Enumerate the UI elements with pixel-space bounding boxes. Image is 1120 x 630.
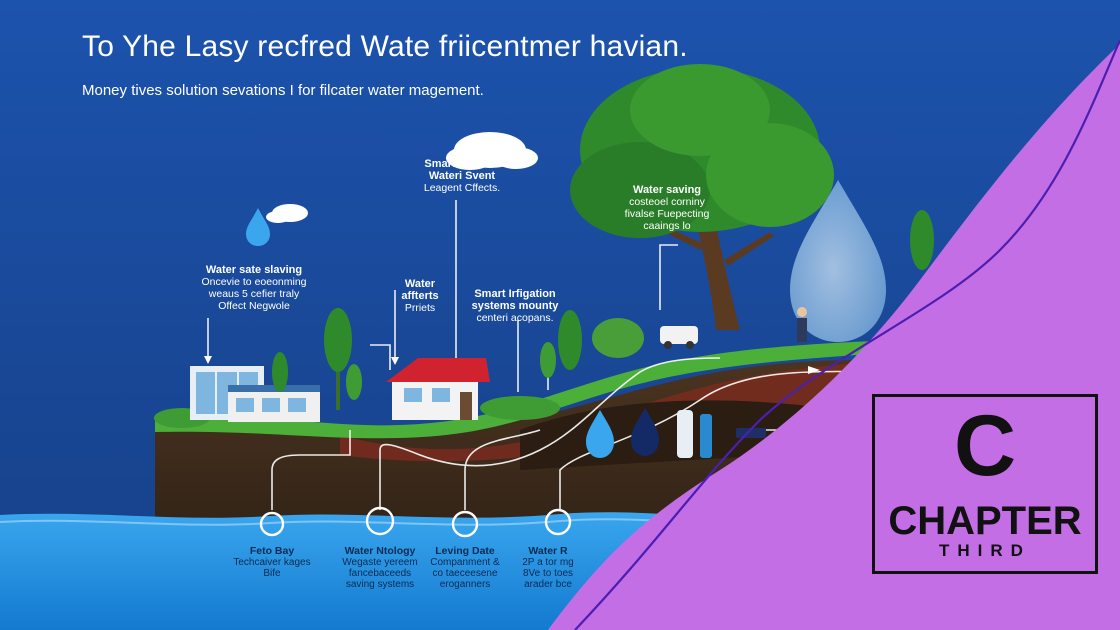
logo-letter: C — [953, 398, 1017, 494]
flow-arrow-down-2 — [391, 357, 399, 365]
bottom-label-3-line3: eroganners — [439, 579, 491, 590]
callout-tree-heading: Water saving — [632, 184, 702, 196]
bottle-icon — [677, 410, 693, 458]
bottom-icon-4 — [544, 508, 572, 536]
callout-top-center: Smart col with Wateri Svent Leagent Cffe… — [412, 158, 512, 194]
bush-middle — [480, 396, 560, 420]
callout-right-heading: Smart Irfigation — [474, 288, 556, 300]
callout-top-center-heading: Smart col with — [424, 158, 500, 170]
water-drop-icon-underground-1 — [586, 410, 614, 458]
bottom-label-2-line1: Wegaste yereem — [342, 557, 418, 568]
logo-sub: THIRD — [939, 541, 1031, 560]
bottom-label-3-line1: Companment & — [430, 557, 500, 568]
flow-lines — [207, 200, 871, 510]
bottom-label-4-line1: 2P a tor mg — [522, 557, 574, 568]
bottom-icon-1 — [259, 511, 285, 537]
grass-strip — [155, 340, 905, 439]
person-icon — [797, 307, 807, 342]
callout-middle-line1: affterts — [401, 290, 439, 302]
bottom-label-1-line2: Bife — [263, 568, 281, 579]
logo-word: CHAPTER — [888, 499, 1082, 543]
bottom-icon-3 — [451, 510, 479, 538]
bottom-label-2-line2: fancebaceeds — [348, 568, 412, 579]
big-water-drop-icon — [790, 180, 886, 342]
callout-right-line1: systems mounty — [471, 300, 559, 312]
callout-top-center-line1: Wateri Svent — [428, 170, 496, 182]
cloud-icon-left — [266, 204, 308, 223]
callout-left-heading: Water sate slaving — [205, 264, 303, 276]
bottom-label-3-line2: co taeceesene — [432, 568, 498, 579]
page-subtitle: Money tives solution sevations I for fil… — [82, 82, 484, 99]
callout-middle-heading: Water — [404, 278, 436, 290]
callout-middle-line2: Prriets — [404, 302, 436, 314]
house-icon — [386, 358, 490, 420]
bottom-label-1: Feto Bay Techcaiver kages Bife — [217, 545, 327, 580]
callout-tree-line1: costeoel corniny — [629, 196, 705, 208]
water-drop-icon — [246, 208, 270, 246]
bottom-label-4: Water R 2P a tor mg 8Ve to toes arader b… — [503, 545, 593, 591]
callout-left-line1: Oncevie to eoeonming — [201, 276, 307, 288]
callout-top-center-line2: Leagent Cffects. — [423, 182, 501, 194]
bottom-label-3-heading: Leving Date — [435, 545, 495, 557]
callout-left: Water sate slaving Oncevie to eoeonming … — [188, 264, 320, 312]
callout-right-line2: centeri acopans. — [476, 312, 554, 324]
callout-left-line3: Offect Negwole — [218, 300, 290, 312]
callout-tree: Water saving costeoel corniny fivalse Fu… — [612, 184, 722, 232]
callout-right: Smart Irfigation systems mounty centeri … — [466, 288, 564, 324]
bottle-icon-2 — [700, 414, 712, 458]
purple-swoosh — [548, 44, 1120, 630]
bottom-label-1-line1: Techcaiver kages — [233, 557, 311, 568]
small-trees — [272, 210, 934, 410]
callout-middle: Water affterts Prriets — [388, 278, 452, 314]
flow-arrow-right — [808, 366, 820, 374]
water-drop-icon-underground-2 — [631, 408, 659, 456]
callout-tree-line2: fivalse Fuepecting — [624, 208, 710, 220]
big-tree-icon — [570, 64, 834, 330]
flow-arrow-down — [204, 356, 212, 364]
callout-tree-line3: caaings lo — [643, 220, 691, 232]
bottom-label-2-line3: saving systems — [345, 579, 415, 590]
bottom-label-4-line2: 8Ve to toes — [522, 568, 574, 579]
callout-left-line2: weaus 5 cefier traly — [208, 288, 300, 300]
soil-red-layer — [340, 362, 880, 462]
bottom-label-3: Leving Date Companment & co taeceesene e… — [410, 545, 520, 591]
bottom-label-1-heading: Feto Bay — [249, 545, 295, 557]
car-icon — [660, 326, 698, 349]
bottom-label-2-heading: Water Ntology — [344, 545, 416, 557]
bottom-icon-2 — [365, 506, 395, 536]
bottom-label-4-heading: Water R — [528, 545, 568, 557]
page-title: To Yhe Lasy recfred Wate friicentmer hav… — [82, 30, 688, 63]
shop-building-icon — [228, 385, 320, 422]
chapter-third-logo: C CHAPTER THIRD — [872, 394, 1098, 574]
bush-round — [592, 318, 644, 358]
bottom-label-4-line3: arader bce — [524, 579, 572, 590]
river-water — [0, 512, 760, 630]
purple-divider-line — [574, 39, 1120, 630]
bottom-label-2: Water Ntology Wegaste yereem fancebaceed… — [325, 545, 435, 591]
bottom-icons — [259, 506, 572, 538]
cloud-icon-top — [446, 132, 538, 170]
